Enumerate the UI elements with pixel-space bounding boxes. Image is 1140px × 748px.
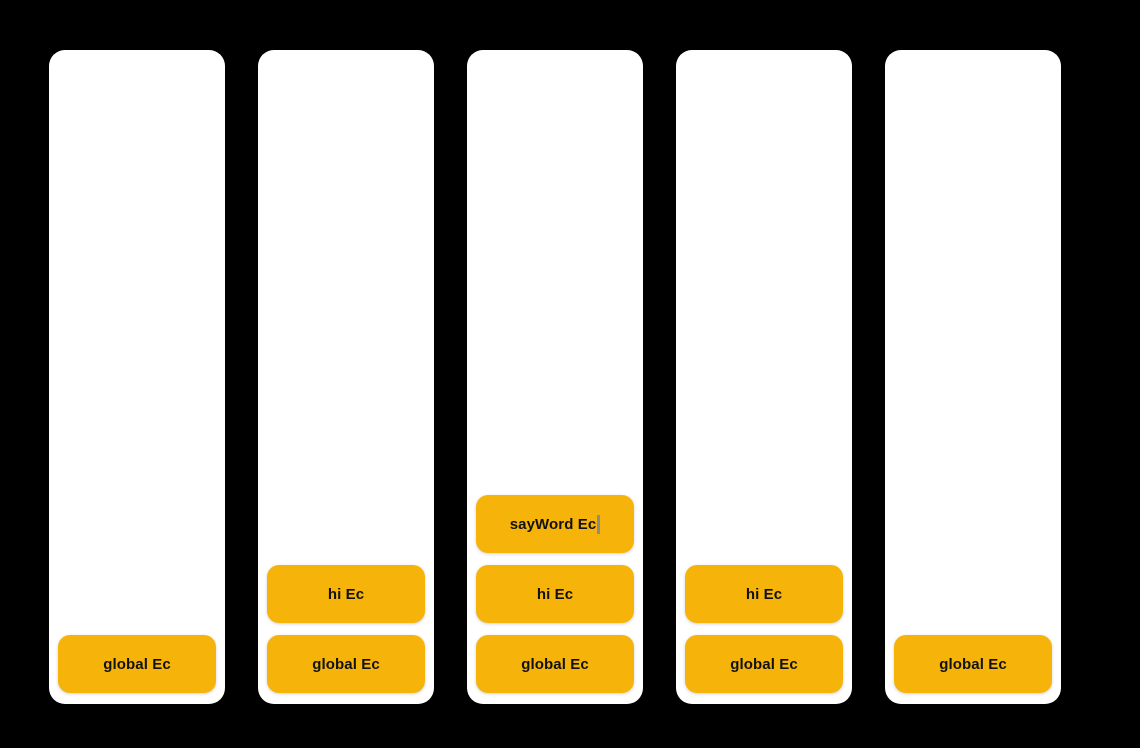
execution-context-timeline: global Ec hi Ec global Ec sayWord Ec hi … (49, 50, 1061, 704)
stack-column-3: sayWord Ec hi Ec global Ec (467, 50, 643, 704)
execution-context-block[interactable]: global Ec (58, 635, 216, 693)
context-label: hi Ec (327, 585, 365, 603)
context-label: global Ec (730, 655, 798, 673)
context-label: global Ec (939, 655, 1007, 673)
execution-context-block[interactable]: global Ec (476, 635, 634, 693)
execution-context-block[interactable]: global Ec (894, 635, 1052, 693)
context-label: sayWord Ec (509, 515, 597, 533)
execution-context-block[interactable]: global Ec (685, 635, 843, 693)
stack-column-4: hi Ec global Ec (676, 50, 852, 704)
context-label: hi Ec (536, 585, 574, 603)
context-label: global Ec (103, 655, 171, 673)
execution-context-block[interactable]: hi Ec (476, 565, 634, 623)
stack-column-5: global Ec (885, 50, 1061, 704)
context-label: global Ec (521, 655, 589, 673)
context-label: hi Ec (745, 585, 783, 603)
execution-context-block[interactable]: hi Ec (267, 565, 425, 623)
execution-context-block[interactable]: hi Ec (685, 565, 843, 623)
stack-column-1: global Ec (49, 50, 225, 704)
context-label: global Ec (312, 655, 380, 673)
execution-context-block[interactable]: global Ec (267, 635, 425, 693)
execution-context-block-editing[interactable]: sayWord Ec (476, 495, 634, 553)
text-caret (597, 514, 601, 534)
stack-column-2: hi Ec global Ec (258, 50, 434, 704)
